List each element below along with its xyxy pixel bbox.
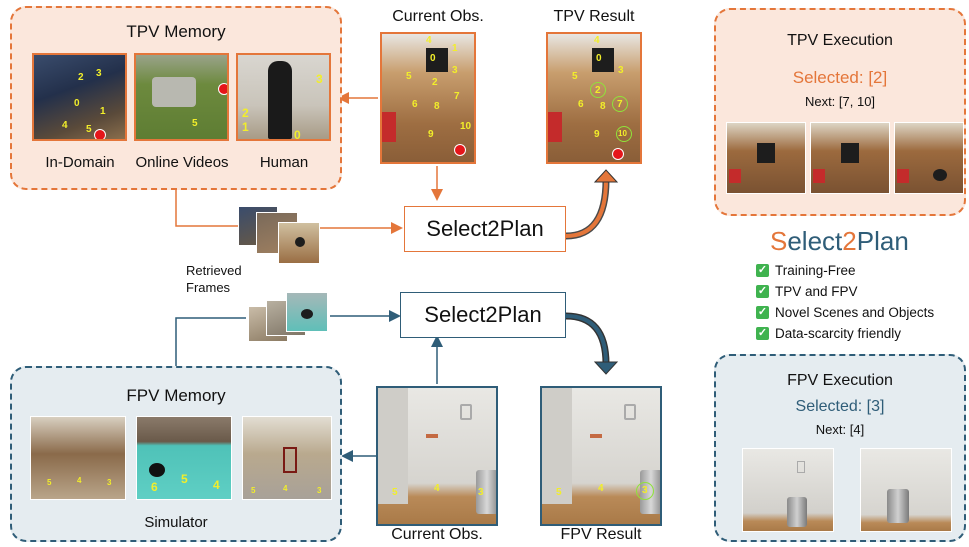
tpv-next-text: Next: [7, 10]	[804, 94, 876, 109]
tpv-memory-panel: TPV Memory 2 3 0 1 4 5 5 3 2 1 0 In-Doma…	[10, 6, 342, 190]
feature-label: Data-scarcity friendly	[775, 326, 902, 341]
feature-label: TPV and FPV	[775, 284, 858, 299]
tpv-memory-title: TPV Memory	[126, 22, 226, 41]
tpv-execution-panel: TPV Execution Selected: [2] Next: [7, 10…	[714, 8, 966, 216]
fpv-next-text: Next: [4]	[815, 422, 865, 437]
tpv-execution-frame-1	[726, 122, 806, 194]
fpv-memory-title: FPV Memory	[126, 386, 226, 405]
select2plan-bottom-box: Select2Plan	[400, 292, 566, 338]
tpv-result-label: TPV Result	[553, 8, 635, 25]
tpv-execution-frame-2	[810, 122, 890, 194]
fpv-memory-caption: Simulator	[144, 514, 208, 531]
feature-label: Novel Scenes and Objects	[775, 305, 935, 320]
fpv-memory-panel: FPV Memory 5 4 3 6 5 4 5 4 3 Simulator	[10, 366, 342, 542]
tpv-selected-text: Selected: [2]	[792, 68, 888, 87]
fpv-execution-frame-1	[742, 448, 834, 532]
caption-human: Human	[259, 154, 309, 171]
fpv-execution-panel: FPV Execution Selected: [3] Next: [4]	[714, 354, 966, 542]
brand-two: 2	[842, 226, 857, 256]
tpv-execution-frame-3	[894, 122, 964, 194]
select2plan-top-box: Select2Plan	[404, 206, 566, 252]
caption-online-videos: Online Videos	[135, 154, 229, 171]
bottom-current-obs-label: Current Obs.	[391, 526, 483, 543]
tpv-execution-title: TPV Execution	[787, 32, 893, 49]
top-current-obs-label: Current Obs.	[392, 8, 484, 25]
bottom-current-obs-image: 5 4 3	[376, 386, 498, 526]
feature-item-3: ✓ Novel Scenes and Objects	[756, 305, 934, 320]
fpv-memory-image-3: 5 4 3	[242, 416, 332, 500]
brand-letter-s: S	[770, 226, 788, 256]
retrieved-frames-label: Retrieved Frames	[186, 262, 242, 296]
retrieved-frame-top-3	[278, 222, 320, 264]
select2plan-brand: Select2Plan	[770, 226, 909, 257]
retrieved-label-line2: Frames	[186, 280, 231, 295]
online-videos-image: 5	[134, 53, 229, 141]
select2plan-top-label: Select2Plan	[426, 216, 544, 241]
top-current-obs-image: 1 4 0 3 2 5 7 6 8 9 10	[380, 32, 476, 164]
retrieved-frame-bottom-3	[286, 292, 328, 332]
caption-in-domain: In-Domain	[45, 154, 115, 171]
fpv-result-image: 5 4 3	[540, 386, 662, 526]
fpv-execution-frame-2	[860, 448, 952, 532]
retrieved-label-line1: Retrieved	[186, 263, 242, 278]
fpv-execution-title: FPV Execution	[787, 372, 893, 389]
in-domain-image: 2 3 0 1 4 5	[32, 53, 127, 141]
feature-item-1: ✓ Training-Free	[756, 263, 856, 278]
check-icon: ✓	[756, 285, 769, 298]
select2plan-bottom-label: Select2Plan	[424, 302, 542, 327]
brand-letter-p: P	[856, 226, 875, 256]
brand-lan: lan	[874, 226, 909, 256]
brand-elect: elect	[787, 226, 843, 256]
feature-item-2: ✓ TPV and FPV	[756, 284, 858, 299]
check-icon: ✓	[756, 327, 769, 340]
fpv-memory-image-2: 6 5 4	[136, 416, 232, 500]
feature-item-4: ✓ Data-scarcity friendly	[756, 326, 901, 341]
fpv-result-label: FPV Result	[560, 526, 642, 543]
fpv-selected-text: Selected: [3]	[795, 398, 885, 415]
fpv-memory-image-1: 5 4 3	[30, 416, 126, 500]
check-icon: ✓	[756, 306, 769, 319]
check-icon: ✓	[756, 264, 769, 277]
tpv-result-image: 4 0 3 5 6 8 9 2 7 10	[546, 32, 642, 164]
human-image: 3 2 1 0	[236, 53, 331, 141]
feature-label: Training-Free	[775, 263, 856, 278]
